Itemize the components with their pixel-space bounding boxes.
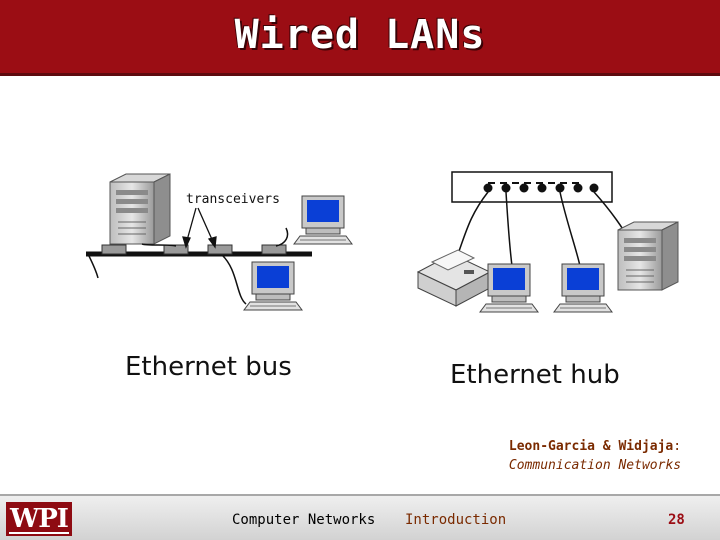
transceivers-arrows bbox=[182, 207, 217, 249]
book-credit: Leon-Garcia & Widjaja: Communication Net… bbox=[470, 437, 720, 475]
credit-authors-line: Leon-Garcia & Widjaja: bbox=[470, 437, 720, 456]
bus-drop-cables bbox=[141, 227, 289, 305]
hub-server-tower bbox=[617, 221, 679, 291]
bus-server-tower bbox=[109, 173, 171, 245]
footer-section-title: Introduction bbox=[405, 512, 507, 528]
credit-authors: Leon-Garcia & Widjaja bbox=[508, 439, 674, 454]
ethernet-bus-caption: Ethernet bus bbox=[125, 352, 292, 382]
ethernet-hub-caption: Ethernet hub bbox=[450, 360, 620, 390]
footer-bar: WPI Computer Networks Introduction 28 bbox=[0, 494, 720, 540]
hub-box bbox=[451, 171, 613, 203]
slide-title: Wired LANs bbox=[234, 12, 486, 58]
bus-workstation-1 bbox=[293, 195, 353, 245]
slide-page-number: 28 bbox=[668, 512, 685, 528]
hub-workstation-1 bbox=[479, 263, 539, 313]
hub-printer bbox=[416, 249, 492, 307]
bus-workstation-2 bbox=[243, 261, 303, 311]
wpi-logo: WPI bbox=[6, 502, 72, 536]
credit-book-title: Communication Networks bbox=[508, 458, 682, 473]
bus-transceivers bbox=[101, 244, 287, 255]
footer-course-title: Computer Networks bbox=[232, 512, 376, 528]
hub-workstation-2 bbox=[553, 263, 613, 313]
hub-cables bbox=[457, 191, 629, 267]
credit-colon: : bbox=[673, 439, 682, 454]
lan-diagram bbox=[86, 171, 679, 313]
transceivers-label: transceivers bbox=[186, 192, 280, 207]
title-bar: Wired LANs bbox=[0, 0, 720, 76]
